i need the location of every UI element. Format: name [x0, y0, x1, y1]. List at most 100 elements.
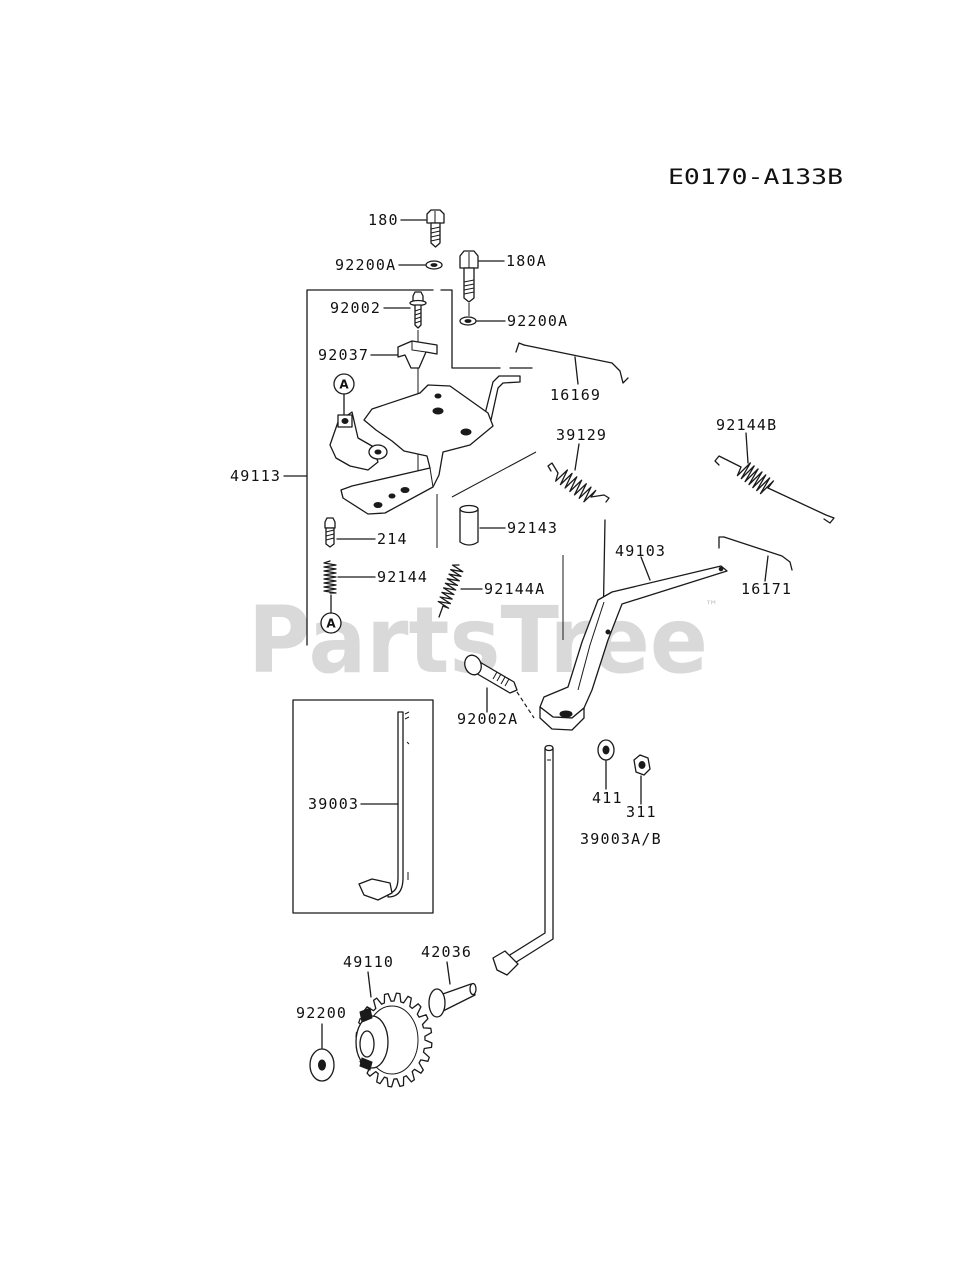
label-92144b: 92144B	[716, 416, 777, 434]
rod-16169	[515, 342, 629, 384]
bracket-tab-hole	[341, 418, 349, 424]
lever-spring-hole	[605, 629, 611, 635]
label-92200: 92200	[296, 1004, 347, 1022]
washer-92200a-right-hole	[464, 319, 472, 323]
shaft-39003ab-tube	[504, 747, 554, 967]
diagram-code: E0170-A133B	[668, 165, 843, 189]
rod-16169-hook	[515, 342, 525, 353]
label-92144: 92144	[377, 568, 428, 586]
nut-311-hole	[638, 761, 646, 769]
inset-box-frame	[292, 699, 434, 914]
bolt-180	[426, 209, 445, 248]
leader-92144b	[745, 432, 749, 464]
spring-92144a	[437, 564, 464, 618]
bolt-92002-head	[412, 291, 424, 302]
watermark-trademark: ™	[705, 599, 718, 614]
bracket-slot-2	[388, 493, 396, 499]
bracket-arm	[483, 375, 521, 421]
frame-bracket-line	[306, 289, 434, 646]
label-92002: 92002	[330, 299, 381, 317]
bolt-92002a	[464, 654, 535, 719]
washer-411	[597, 739, 615, 761]
label-92002a: 92002A	[457, 710, 518, 728]
bolt-92002-threads	[414, 308, 422, 324]
link-line-diagonal	[451, 451, 537, 498]
collar-92143-body	[459, 508, 479, 546]
bolt-180a	[459, 250, 479, 303]
label-39003: 39003	[308, 795, 359, 813]
bracket-plate	[340, 384, 494, 515]
control-bracket-49113	[329, 375, 521, 515]
clamp-92037	[397, 340, 438, 369]
bolt-214-shaft	[325, 527, 335, 548]
gear-49110-hub-flyweights	[359, 1007, 373, 1071]
governor-shaft-39003ab	[492, 744, 554, 976]
spring-92144b	[714, 455, 835, 524]
governor-gear-49110	[355, 992, 433, 1088]
label-42036: 42036	[421, 943, 472, 961]
spring-92144b-tail	[767, 487, 835, 524]
label-180: 180	[368, 211, 399, 229]
leader-42036	[446, 961, 451, 985]
callout-a-top: A	[333, 373, 355, 415]
shaft-42036	[428, 982, 477, 1018]
rod-16171	[718, 536, 793, 571]
bolt-92002a-threads	[492, 671, 510, 687]
leader-16171	[764, 555, 769, 582]
callout-a-bottom: A	[320, 594, 342, 634]
washer-411-hole	[602, 745, 610, 755]
spring-92144b-hook-left	[714, 455, 742, 468]
leader-16169	[574, 356, 579, 385]
bracket-slot-3	[373, 502, 383, 508]
bolt-92002a-dash	[516, 691, 535, 719]
washer-92200a-right	[459, 316, 477, 326]
spring-39129-coil	[555, 469, 597, 503]
leader-39129	[574, 443, 580, 471]
shaft-39003-tip	[404, 711, 410, 745]
spring-92144a-tail	[438, 605, 444, 618]
shaft-39003ab-paddle	[492, 950, 519, 976]
label-39129: 39129	[556, 426, 607, 444]
lever-hub-slot	[559, 710, 573, 718]
label-311: 311	[626, 803, 657, 821]
label-16171: 16171	[741, 580, 792, 598]
shaft-39003ab-top	[544, 744, 554, 752]
spring-39129-hook-right	[590, 494, 610, 503]
spring-39129-hook-left	[547, 462, 559, 474]
bracket-hole-2	[460, 428, 472, 436]
label-92144a: 92144A	[484, 580, 545, 598]
washer-92200	[309, 1048, 335, 1082]
label-92200a-top: 92200A	[335, 256, 396, 274]
label-49103: 49103	[615, 542, 666, 560]
clamp-92037-edge	[411, 341, 427, 353]
callout-a-top-letter: A	[339, 378, 349, 392]
label-411: 411	[592, 789, 623, 807]
bracket-hole-1	[432, 407, 444, 415]
lever-inner-edge	[577, 601, 605, 691]
label-180a: 180A	[506, 252, 547, 270]
spring-92144b-coil	[736, 462, 775, 495]
gear-49110-hub-bore	[359, 1030, 375, 1058]
shaft-39003-paddle	[358, 878, 393, 901]
nut-311	[633, 754, 651, 776]
callout-a-bottom-letter: A	[326, 617, 336, 631]
bolt-180-threads	[430, 226, 441, 242]
label-214: 214	[377, 530, 408, 548]
label-92200a-right: 92200A	[507, 312, 568, 330]
bracket-slot-1	[400, 487, 410, 493]
collar-92143	[459, 504, 479, 546]
leader-49110	[367, 971, 372, 998]
bolt-180a-threads	[463, 279, 475, 295]
lever-end-hole	[718, 566, 724, 572]
shaft-42036-end	[469, 982, 477, 996]
label-39003ab: 39003A/B	[580, 830, 662, 848]
bolt-92002	[409, 291, 427, 329]
bolt-214-threads	[325, 529, 335, 541]
rod-16169-body	[523, 344, 629, 384]
shaft-42036-flange	[428, 988, 446, 1018]
washer-92200a-top	[425, 260, 443, 270]
label-16169: 16169	[550, 386, 601, 404]
shaft-39003-rod	[387, 711, 404, 898]
clamp-92037-body	[397, 340, 438, 369]
